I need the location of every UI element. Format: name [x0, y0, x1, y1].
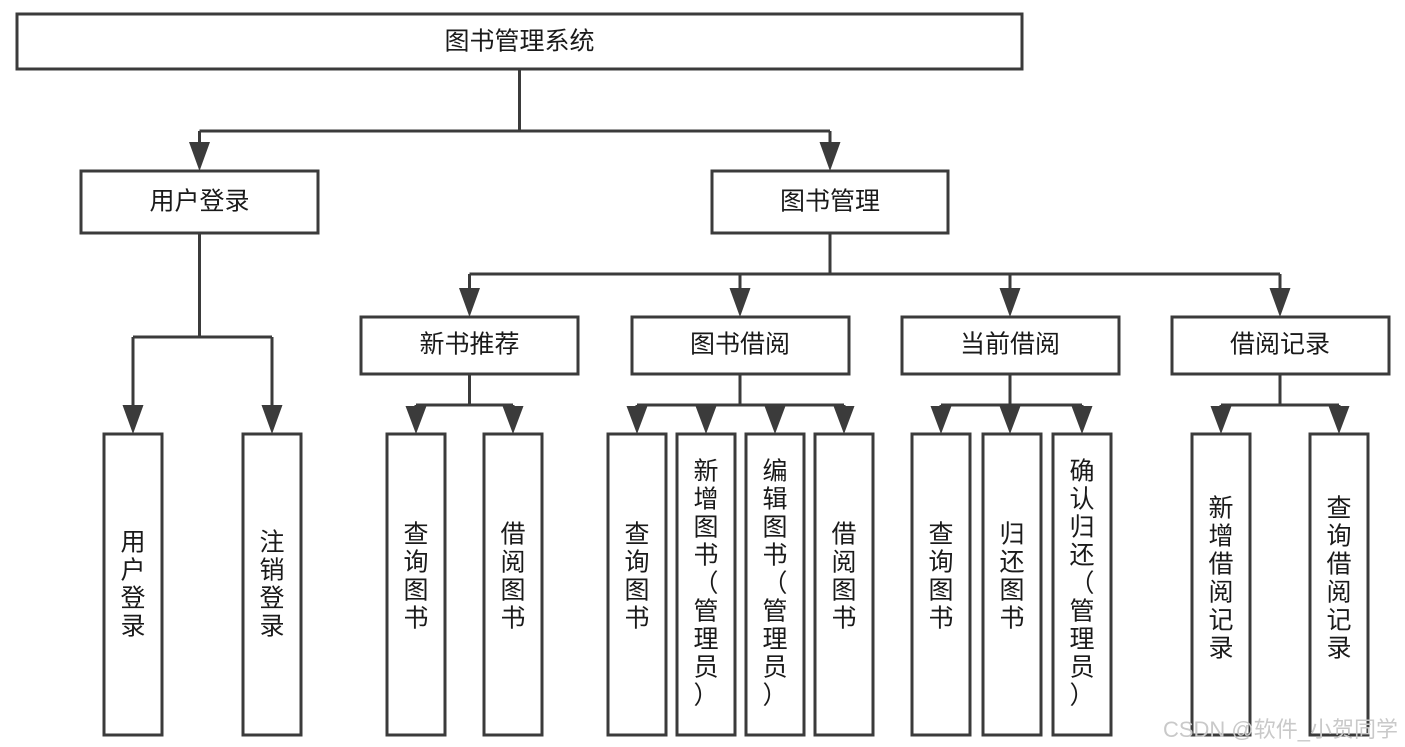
node-leaf-query-book-1[interactable]: 查询图书	[385, 432, 447, 737]
edge-bookborrow-to-bus	[635, 374, 846, 412]
arrowhead-leaf-query-record	[1328, 406, 1350, 434]
edge-root-to-bus	[198, 69, 832, 145]
node-user-login[interactable]: 用户登录	[79, 169, 320, 235]
edges-group	[122, 69, 1350, 434]
node-leaf-borrow-book-2[interactable]: 借阅图书	[813, 432, 875, 737]
node-leaf-query-book-1-label: 查询图书	[403, 520, 428, 632]
node-book-borrow-label: 图书借阅	[690, 331, 790, 359]
edge-bookmgmt-to-bus	[468, 233, 1282, 291]
node-root-label: 图书管理系统	[444, 28, 594, 56]
node-leaf-user-login-box[interactable]	[102, 432, 164, 737]
arrowhead-new-book-rec	[459, 288, 480, 317]
node-current-borrow[interactable]: 当前借阅	[900, 315, 1121, 376]
node-leaf-borrow-book-2-label: 借阅图书	[831, 520, 856, 632]
node-root[interactable]: 图书管理系统	[15, 12, 1024, 71]
arrowhead-user-login	[189, 142, 210, 171]
node-book-borrow-box[interactable]	[630, 315, 851, 376]
node-leaf-borrow-book-1-box[interactable]	[482, 432, 544, 737]
node-root-box[interactable]	[15, 12, 1024, 71]
node-leaf-borrow-book-1-label: 借阅图书	[500, 520, 525, 632]
node-leaf-add-record-box[interactable]	[1190, 432, 1252, 737]
edge-newbookrec-to-bus	[414, 374, 515, 412]
node-leaf-add-book-label: 新增图书（管理员）	[693, 457, 718, 709]
arrowhead-leaf-confirm-return	[1071, 406, 1093, 434]
arrowhead-book-mgmt	[819, 142, 841, 171]
node-leaf-logout-label: 注销登录	[259, 528, 284, 640]
node-leaf-confirm-return-box[interactable]	[1051, 432, 1113, 737]
node-leaf-query-record-label: 查询借阅记录	[1326, 494, 1351, 662]
node-leaf-query-record[interactable]: 查询借阅记录	[1308, 432, 1370, 737]
arrowhead-book-borrow	[729, 288, 751, 317]
node-leaf-logout[interactable]: 注销登录	[241, 432, 303, 737]
node-leaf-user-login-label: 用户登录	[120, 528, 145, 640]
node-borrow-record[interactable]: 借阅记录	[1170, 315, 1391, 376]
node-leaf-add-book-box[interactable]	[675, 432, 737, 737]
node-book-borrow[interactable]: 图书借阅	[630, 315, 851, 376]
node-new-book-rec[interactable]: 新书推荐	[359, 315, 580, 376]
node-borrow-record-box[interactable]	[1170, 315, 1391, 376]
node-user-login-label: 用户登录	[149, 188, 249, 216]
edge-borrowrecord-to-bus	[1219, 374, 1341, 412]
watermark-label: CSDN @软件_小贺同学	[1163, 717, 1398, 742]
arrowhead-leaf-query-book-1	[405, 406, 427, 434]
node-leaf-return-book-label: 归还图书	[999, 520, 1024, 632]
node-current-borrow-box[interactable]	[900, 315, 1121, 376]
node-leaf-user-login[interactable]: 用户登录	[102, 432, 164, 737]
node-leaf-query-book-1-box[interactable]	[385, 432, 447, 737]
arrowhead-borrow-record	[1269, 288, 1291, 317]
node-new-book-rec-box[interactable]	[359, 315, 580, 376]
node-leaf-query-book-2-box[interactable]	[606, 432, 668, 737]
node-leaf-add-record[interactable]: 新增借阅记录	[1190, 432, 1252, 737]
node-leaf-query-record-box[interactable]	[1308, 432, 1370, 737]
arrowhead-leaf-add-book	[695, 406, 717, 434]
node-book-mgmt-label: 图书管理	[780, 188, 880, 216]
node-leaf-query-book-2-label: 查询图书	[624, 520, 649, 632]
arrowhead-leaf-user-login	[122, 405, 144, 434]
node-leaf-query-book-2[interactable]: 查询图书	[606, 432, 668, 737]
node-leaf-add-record-label: 新增借阅记录	[1208, 494, 1233, 662]
node-leaf-query-book-3-box[interactable]	[910, 432, 972, 737]
node-leaf-add-book[interactable]: 新增图书（管理员）	[675, 432, 737, 737]
arrowhead-current-borrow	[999, 288, 1021, 317]
node-user-login-box[interactable]	[79, 169, 320, 235]
arrowhead-leaf-edit-book	[764, 406, 786, 434]
node-leaf-logout-box[interactable]	[241, 432, 303, 737]
arrowhead-leaf-query-book-3	[930, 406, 952, 434]
node-current-borrow-label: 当前借阅	[960, 331, 1060, 359]
arrowhead-leaf-borrow-book-2	[833, 406, 855, 434]
node-leaf-query-book-3-label: 查询图书	[928, 520, 953, 632]
node-book-mgmt-box[interactable]	[710, 169, 950, 235]
node-leaf-return-book[interactable]: 归还图书	[981, 432, 1043, 737]
edge-userlogin-to-bus	[131, 233, 274, 408]
arrowhead-leaf-return-book	[999, 406, 1021, 434]
node-leaf-edit-book[interactable]: 编辑图书（管理员）	[744, 432, 806, 737]
node-leaf-edit-book-box[interactable]	[744, 432, 806, 737]
node-new-book-rec-label: 新书推荐	[419, 331, 519, 359]
node-leaf-borrow-book-1[interactable]: 借阅图书	[482, 432, 544, 737]
node-leaf-return-book-box[interactable]	[981, 432, 1043, 737]
arrowhead-leaf-borrow-book-1	[502, 406, 524, 434]
node-leaf-edit-book-label: 编辑图书（管理员）	[762, 457, 787, 709]
node-borrow-record-label: 借阅记录	[1230, 331, 1330, 359]
node-book-mgmt[interactable]: 图书管理	[710, 169, 950, 235]
arrowhead-leaf-add-record	[1210, 406, 1232, 434]
node-leaf-query-book-3[interactable]: 查询图书	[910, 432, 972, 737]
node-leaf-confirm-return[interactable]: 确认归还（管理员）	[1051, 432, 1113, 737]
arrowhead-leaf-query-book-2	[626, 406, 648, 434]
node-leaf-borrow-book-2-box[interactable]	[813, 432, 875, 737]
arrowhead-leaf-logout	[261, 405, 283, 434]
node-leaf-confirm-return-label: 确认归还（管理员）	[1069, 457, 1094, 709]
